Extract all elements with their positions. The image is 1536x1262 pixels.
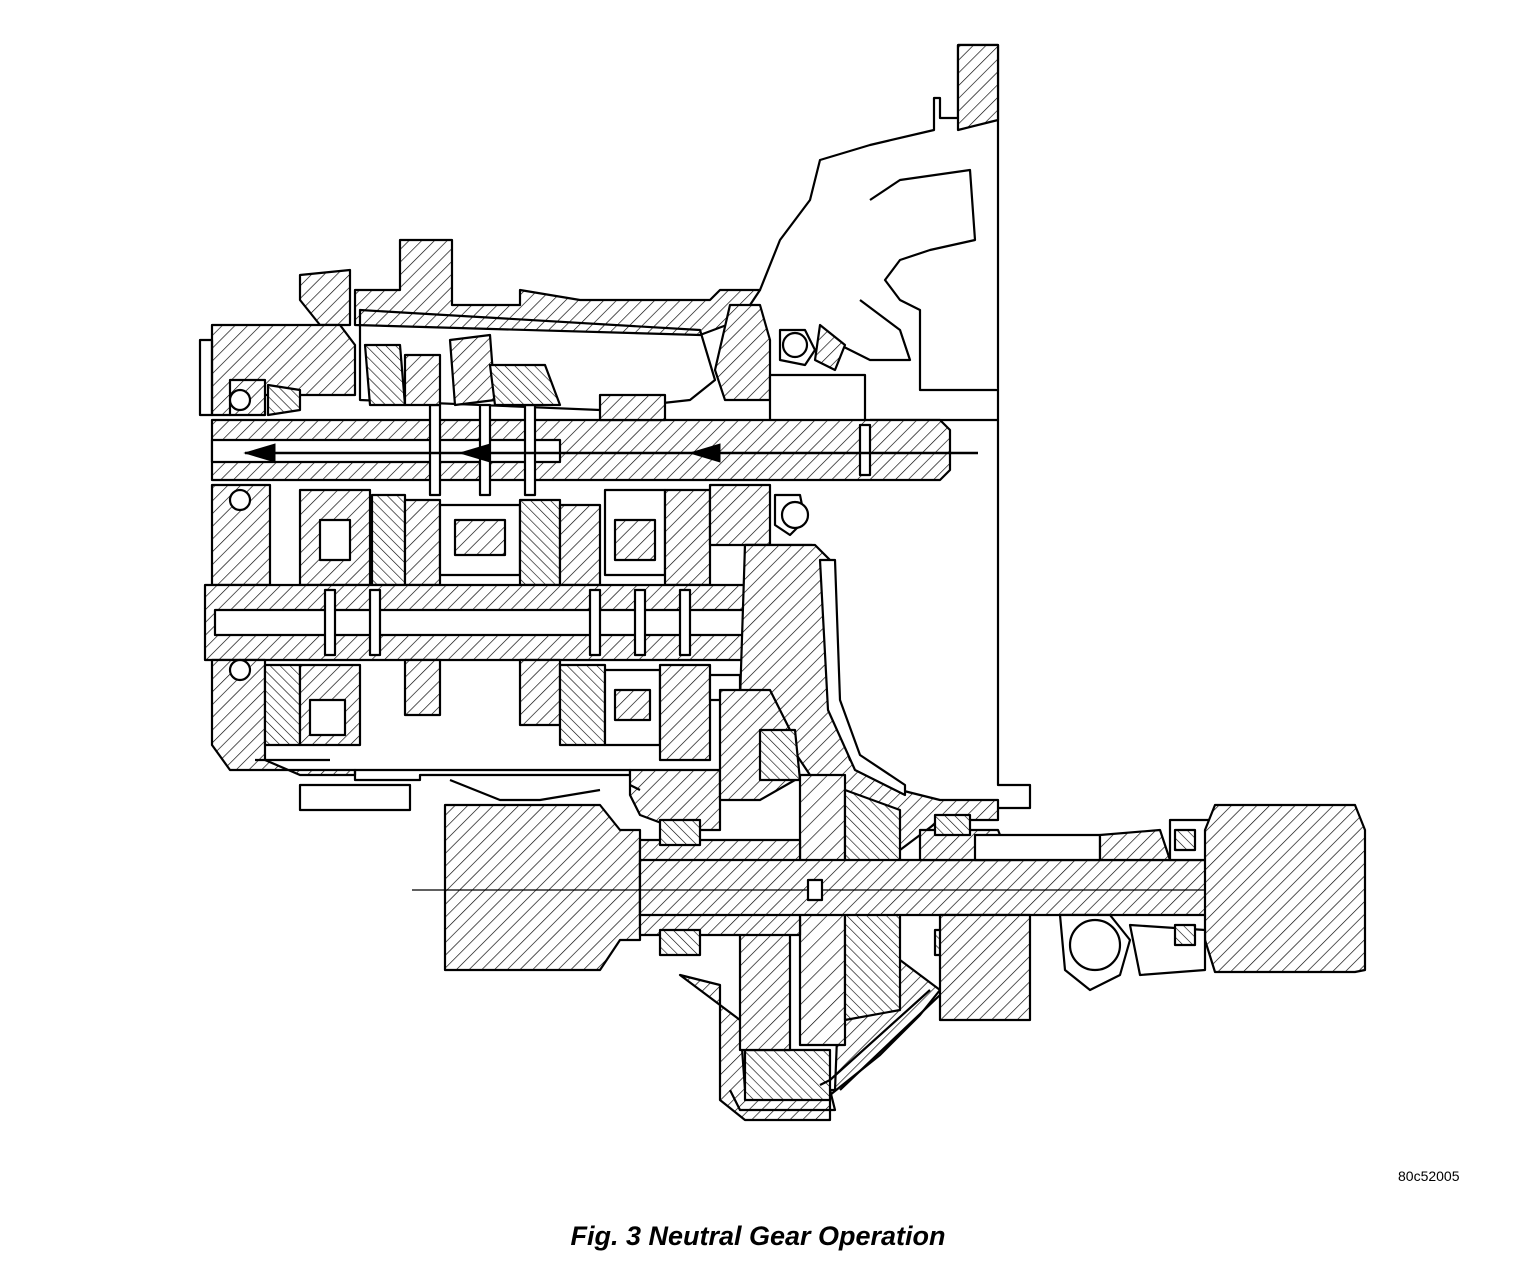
housing-brace [449, 778, 941, 1091]
figure-reference-code: 80c52005 [1398, 1168, 1460, 1184]
figure-caption-text: Fig. 3 Neutral Gear Operation [570, 1221, 946, 1251]
differential-housing [628, 543, 1000, 1122]
synchronizer-section [210, 483, 807, 587]
bell-housing [720, 43, 1032, 810]
axle-half-shaft [412, 803, 1367, 1022]
upper-gear-cluster [228, 333, 667, 422]
power-flow-arrows [243, 443, 978, 463]
power-flow-arrow-head-1 [243, 443, 276, 463]
figure-caption: Fig. 3 Neutral Gear Operation [0, 1221, 1536, 1252]
power-flow-arrow-head-3 [688, 443, 721, 463]
power-flow-arrow-head-2 [458, 443, 491, 463]
input-shaft [210, 403, 952, 497]
bearings [228, 331, 1122, 972]
lower-gear-section [210, 658, 742, 812]
